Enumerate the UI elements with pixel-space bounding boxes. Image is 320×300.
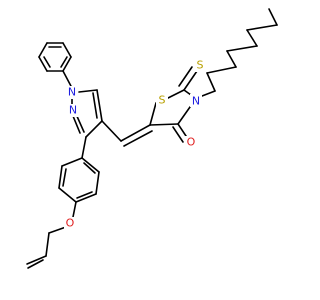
bond <box>172 126 184 143</box>
bond <box>167 89 185 99</box>
bond <box>61 157 83 167</box>
atom-label-o-carbonyl: O <box>187 136 196 149</box>
bond <box>96 89 103 122</box>
sulfur-atom-ring: S <box>156 94 168 107</box>
bond <box>38 56 48 72</box>
bond <box>101 120 122 142</box>
atom-label-n1: N <box>68 86 76 99</box>
bond <box>183 70 198 91</box>
bond <box>72 201 77 218</box>
bond <box>72 115 81 134</box>
molecule-canvas: N N S S N O O <box>26 8 278 269</box>
bond <box>178 66 193 87</box>
atom-label-s-ring: S <box>159 94 166 107</box>
bond <box>60 56 68 68</box>
bond <box>85 120 103 138</box>
nitrogen-atom-pyrazole-2: N <box>67 104 79 117</box>
bond <box>62 56 72 72</box>
atom-label-s-thione: S <box>197 59 204 72</box>
bond <box>201 90 216 97</box>
nitrogen-atom-pyrazole-1: N <box>66 86 78 99</box>
oxygen-atom-carbonyl: O <box>185 136 197 149</box>
bond <box>75 193 97 203</box>
bond <box>83 162 96 174</box>
bond <box>246 29 258 47</box>
bond <box>62 168 67 187</box>
atom-label-o-ether: O <box>66 217 75 230</box>
atom-layer: N N S S N O O <box>64 59 206 230</box>
bond <box>76 191 93 199</box>
bond <box>58 165 63 189</box>
bond <box>92 92 98 119</box>
bond <box>177 106 191 125</box>
bond <box>62 42 72 58</box>
bond <box>58 187 77 203</box>
bond <box>78 89 98 93</box>
bond <box>27 259 44 269</box>
bond <box>120 124 151 142</box>
bond <box>206 72 216 92</box>
bond <box>183 89 192 96</box>
bond <box>226 45 258 52</box>
bond <box>149 102 157 126</box>
bond <box>246 24 278 31</box>
molecule-structure: N N S S N O O <box>26 8 278 269</box>
bond <box>26 255 47 265</box>
bond-layer <box>26 8 278 269</box>
bond <box>81 157 100 173</box>
atom-label-n2: N <box>69 104 77 117</box>
bond <box>38 42 48 58</box>
atom-label-n3: N <box>192 95 200 108</box>
oxygen-atom-ether: O <box>64 217 76 230</box>
sulfur-atom-thione: S <box>194 59 206 72</box>
bond <box>95 171 100 195</box>
bond <box>268 8 278 26</box>
bond <box>123 130 153 147</box>
bond <box>48 226 67 234</box>
bond <box>206 66 237 74</box>
nitrogen-atom-rhodanine: N <box>190 94 202 108</box>
bond <box>45 232 50 257</box>
bond <box>81 136 87 159</box>
bond <box>226 50 237 68</box>
bond <box>62 70 73 89</box>
bond <box>149 123 179 126</box>
bond <box>43 56 51 68</box>
